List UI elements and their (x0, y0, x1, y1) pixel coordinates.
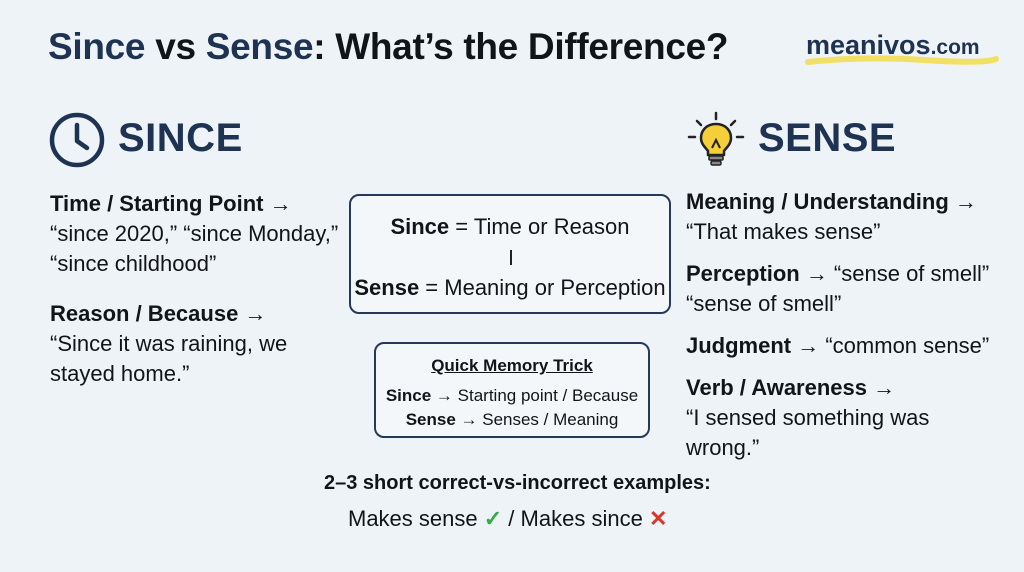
summary-since-word: Since (390, 214, 450, 239)
sense-entry-meaning: Meaning / Understanding → “That makes se… (686, 187, 1006, 247)
since-entry-text: “Since it was raining, we stayed home.” (50, 331, 288, 386)
page-title: Since vs Sense: What’s the Difference? (48, 26, 728, 68)
summary-since-line: Since = Time or Reason (351, 214, 669, 240)
examples-title: 2–3 short correct-vs-incorrect examples: (324, 472, 711, 494)
since-entry-reason: Reason / Because → “Since it was raining… (50, 299, 350, 389)
sense-entry-verb: Verb / Awareness → “I sensed something w… (686, 373, 1006, 463)
examples-line: Makes sense ✓ / Makes since ✕ (348, 506, 667, 532)
memory-trick-box: Quick Memory Trick Since → Starting poin… (374, 342, 650, 438)
sense-entry-inline: → “sense of smell” (799, 261, 990, 286)
summary-since-def: = Time or Reason (449, 214, 630, 239)
logo-main: meanivos (806, 30, 931, 60)
clock-icon (49, 112, 105, 168)
example-divider: / (502, 506, 521, 531)
sense-entries: Meaning / Understanding → “That makes se… (686, 187, 1006, 475)
sense-entry-text: “That makes sense” (686, 219, 881, 244)
example-correct: Makes sense (348, 506, 478, 531)
sense-entry-judgment: Judgment → “common sense” (686, 331, 1006, 361)
summary-box: Since = Time or Reason Sense = Meaning o… (349, 194, 671, 314)
logo-domain: .com (930, 36, 980, 59)
memory-trick-since: Since → Starting point / Because (376, 386, 648, 406)
memory-trick-sense: Sense → Senses / Meaning (376, 410, 648, 430)
logo-highlight-stroke (805, 55, 999, 65)
sense-entry-text: “sense of smell” (686, 291, 842, 316)
check-icon: ✓ (483, 506, 503, 531)
sense-entry-label: Perception (686, 261, 800, 286)
sense-entry-label: Verb / Awareness → (686, 375, 896, 400)
summary-sense-def: = Meaning or Perception (419, 275, 666, 300)
memory-sense-text: → Senses / Meaning (455, 410, 619, 429)
cross-icon: ✕ (648, 506, 668, 531)
since-entries: Time / Starting Point → “since 2020,” “s… (50, 189, 350, 401)
summary-sense-word: Sense (354, 275, 420, 300)
summary-separator (510, 250, 512, 265)
memory-since-word: Since (385, 386, 432, 405)
sense-entry-label: Meaning / Understanding → (686, 189, 977, 214)
sense-entry-label: Judgment (686, 333, 792, 358)
sense-entry-perception: Perception → “sense of smell” “sense of … (686, 259, 1006, 319)
summary-sense-line: Sense = Meaning or Perception (351, 275, 669, 301)
memory-trick-title: Quick Memory Trick (431, 356, 593, 375)
since-entry-label: Time / Starting Point → (50, 191, 292, 216)
sense-heading: SENSE (758, 116, 897, 160)
since-entry-label: Reason / Because → (50, 301, 267, 326)
since-entry-time: Time / Starting Point → “since 2020,” “s… (50, 189, 350, 279)
title-since: Since (48, 26, 146, 67)
title-vs: vs (145, 26, 206, 67)
example-incorrect: Makes since (520, 506, 643, 531)
sense-entry-inline: → “common sense” (791, 333, 990, 358)
memory-sense-word: Sense (405, 410, 456, 429)
memory-since-text: → Starting point / Because (431, 386, 639, 405)
since-heading: SINCE (118, 116, 243, 160)
lightbulb-icon (687, 111, 745, 166)
title-rest: : What’s the Difference? (313, 26, 729, 67)
brand-logo: meanivos.com (806, 30, 980, 61)
title-sense: Sense (205, 26, 314, 67)
sense-entry-text: “I sensed something was wrong.” (686, 405, 930, 460)
since-entry-text: “since 2020,” “since Monday,” “since chi… (50, 221, 339, 276)
